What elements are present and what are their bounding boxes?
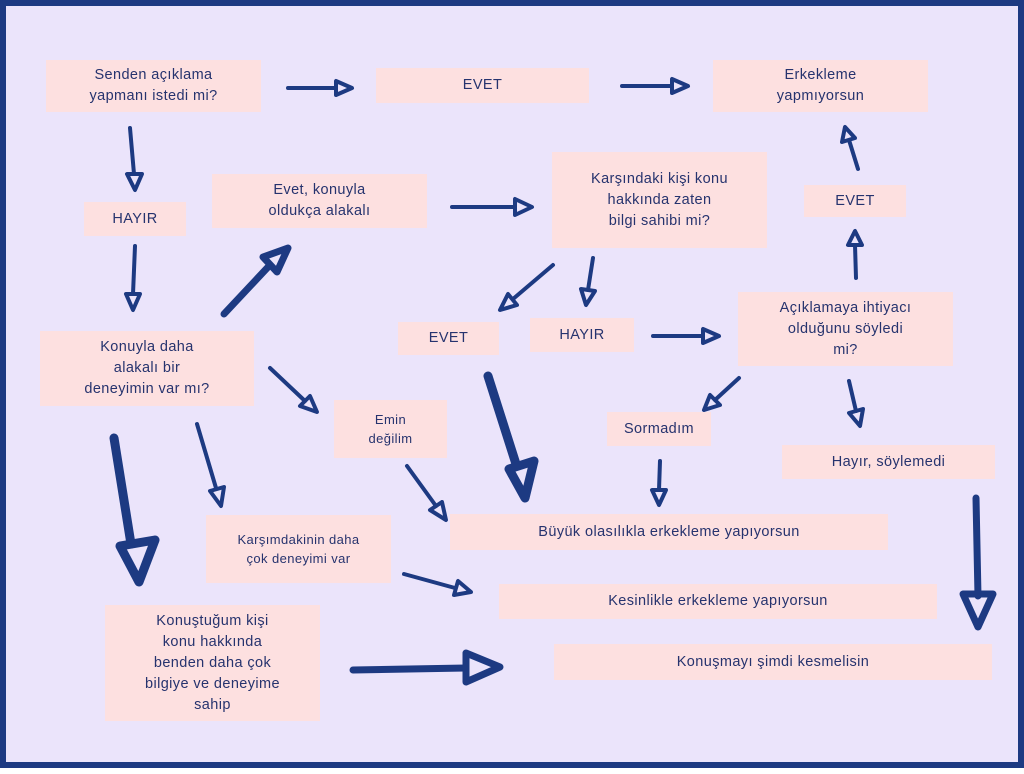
node-question-said-needs-explanation: Açıklamaya ihtiyacı olduğunu söyledi mi?: [738, 292, 953, 366]
arrow-to-said-needs: [651, 327, 721, 345]
arrow-to-no-mid: [579, 256, 597, 307]
arrow-to-other-knows-more: [109, 433, 160, 587]
arrow-to-yes-top: [286, 79, 354, 97]
arrow-to-stop-talking: [959, 494, 997, 631]
node-question-other-knows: Karşındaki kişi konu hakkında zaten bilg…: [552, 152, 767, 248]
arrow-to-no-didnt-say: [847, 379, 865, 428]
node-question-asked-to-explain: Senden açıklama yapmanı istedi mi?: [46, 60, 261, 112]
node-yes-top: EVET: [376, 68, 589, 103]
arrow-to-no-left: [125, 126, 144, 192]
node-no-left: HAYIR: [84, 202, 186, 236]
arrow-didnt-ask-to-probably: [650, 459, 668, 507]
node-other-knows-more: Konuştuğum kişi konu hakkında benden dah…: [105, 605, 320, 721]
arrow-up-to-not-mansplaining: [840, 125, 860, 171]
node-yes-very-relevant: Evet, konuyla oldukça alakalı: [212, 174, 427, 228]
arrow-to-probably-mansplaining: [405, 464, 448, 522]
arrow-to-definitely-mansplaining: [402, 572, 473, 597]
arrow-yes-mid-to-probably: [483, 371, 539, 503]
node-not-mansplaining: Erkekleme yapmıyorsun: [713, 60, 928, 112]
node-no-mid: HAYIR: [530, 318, 634, 352]
node-definitely-mansplaining: Kesinlikle erkekleme yapıyorsun: [499, 584, 937, 619]
node-stop-talking-now: Konuşmayı şimdi kesmelisin: [554, 644, 992, 680]
arrow-to-not-sure: [268, 366, 319, 414]
arrow-to-yes-mid: [498, 263, 555, 312]
arrow-to-didnt-ask: [702, 376, 741, 412]
arrow-to-not-mansplaining: [620, 77, 690, 95]
node-yes-mid: EVET: [398, 322, 499, 355]
node-other-has-more-experience: Karşımdakinin daha çok deneyimi var: [206, 515, 391, 583]
arrow-up-to-yes-right: [846, 229, 864, 280]
arrow-to-other-knows: [450, 197, 534, 217]
node-no-didnt-say: Hayır, söylemedi: [782, 445, 995, 479]
node-question-more-experience: Konuyla daha alakalı bir deneyimin var m…: [40, 331, 254, 406]
arrow-other-knows-more-to-stop: [349, 649, 504, 686]
arrow-to-yes-very-relevant: [220, 244, 292, 318]
node-not-sure: Emin değilim: [334, 400, 447, 458]
node-probably-mansplaining: Büyük olasılıkla erkekleme yapıyorsun: [450, 514, 888, 550]
node-didnt-ask: Sormadım: [607, 412, 711, 446]
node-yes-right: EVET: [804, 185, 906, 217]
arrow-to-other-has-more-experience: [195, 422, 226, 508]
arrow-to-more-experience: [124, 244, 142, 312]
